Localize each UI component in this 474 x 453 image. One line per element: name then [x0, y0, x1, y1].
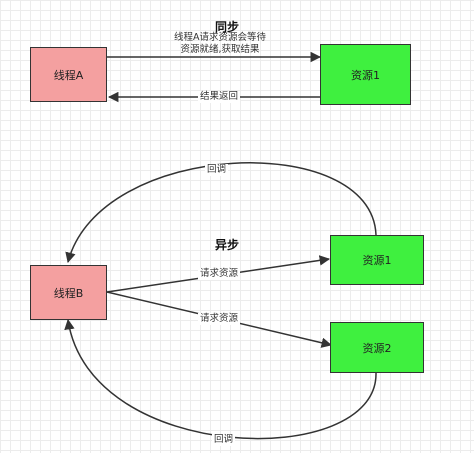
thread-b-node: 线程B: [30, 265, 107, 320]
thread-a-node: 线程A: [30, 47, 107, 102]
thread-a-label: 线程A: [53, 68, 84, 82]
sync-request-label-line2: 资源就绪,获取结果: [180, 44, 260, 55]
async-title: 异步: [215, 238, 240, 252]
resource-1-sync-label: 资源1: [351, 68, 380, 82]
async-callback-top-label: 回调: [205, 164, 229, 176]
async-callback-bottom-label: 回调: [212, 434, 236, 446]
thread-b-label: 线程B: [53, 286, 84, 300]
sync-title: 同步: [215, 20, 240, 34]
sync-request-label: 线程A请求资源会等待 资源就绪,获取结果: [160, 32, 280, 56]
sync-return-label: 结果返回: [198, 91, 241, 103]
resource-1-async-label: 资源1: [362, 254, 392, 267]
async-request-label-2: 请求资源: [198, 313, 241, 325]
resource-1-sync-node: 资源1: [320, 44, 411, 105]
async-callback-top-arrow: [65, 162, 377, 264]
resource-2-async-node: 资源2: [330, 322, 424, 373]
sync-request-label-line1: 线程A请求资源会等待: [174, 32, 266, 43]
resource-1-async-node: 资源1: [330, 235, 424, 285]
resource-2-async-label: 资源2: [362, 341, 392, 355]
async-request-label-1: 请求资源: [198, 268, 241, 280]
